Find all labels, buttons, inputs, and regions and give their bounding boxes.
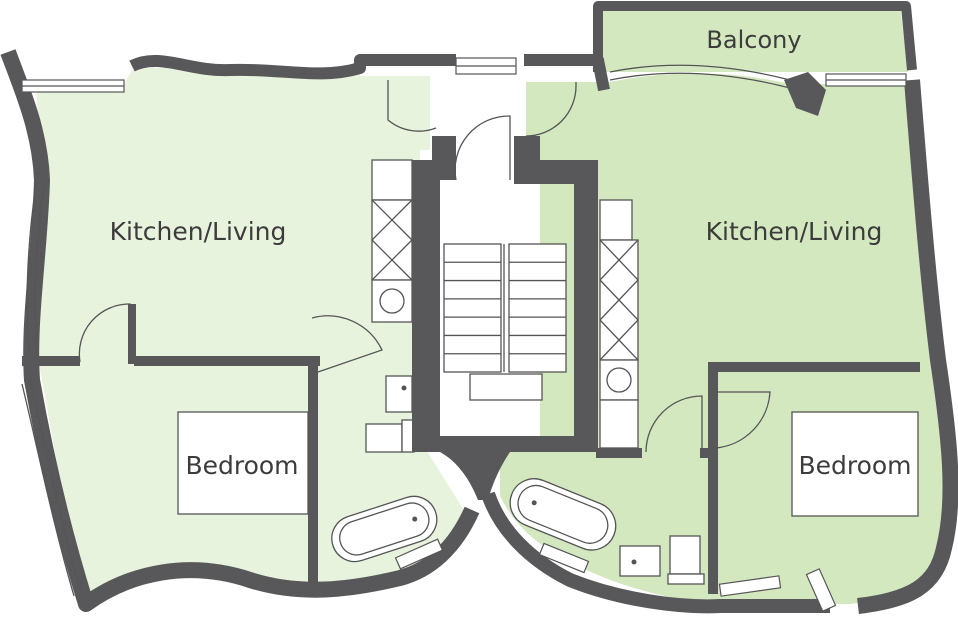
left-bath-door <box>311 315 383 373</box>
left-bedroom-wall-right <box>308 356 318 582</box>
right-bedroom-door <box>715 391 771 449</box>
right-living-label: Kitchen/Living <box>706 217 883 246</box>
stair-core <box>412 57 598 500</box>
right-apartment <box>394 1 958 614</box>
right-bathtub <box>509 478 617 551</box>
left-apartment-floor <box>32 67 470 601</box>
left-bed <box>177 411 309 515</box>
right-bottom-wall <box>481 491 830 614</box>
left-apartment <box>0 49 480 612</box>
balcony-column <box>784 72 826 116</box>
left-bedroom-wall-top <box>22 356 80 366</box>
left-bedroom-door <box>78 303 131 363</box>
balcony-window <box>609 64 791 81</box>
left-lower-window <box>29 379 83 597</box>
left-bathtub <box>331 495 438 563</box>
left-kitchen-units <box>365 159 415 453</box>
right-bedroom-label: Bedroom <box>798 451 911 480</box>
right-bedroom-wall-left <box>708 362 718 594</box>
right-bed <box>791 411 919 517</box>
balcony-wall <box>593 1 917 72</box>
right-bath-door <box>645 395 703 453</box>
left-living-label: Kitchen/Living <box>110 217 287 246</box>
core-walls <box>412 136 598 500</box>
right-entry-door <box>525 82 577 137</box>
left-entry-door <box>387 80 437 132</box>
stair-flight <box>443 243 502 373</box>
staircase <box>443 243 567 373</box>
left-outer-wall <box>0 49 480 612</box>
balcony-label: Balcony <box>706 26 801 54</box>
lobby-door <box>454 115 511 181</box>
left-bedroom-label: Bedroom <box>185 451 298 480</box>
right-bedroom-wall-top <box>710 362 920 372</box>
left-side-window <box>26 183 37 361</box>
right-kitchen-units <box>599 199 705 585</box>
stair-flight <box>508 243 567 373</box>
left-top-wall <box>129 54 456 80</box>
right-outer-wall <box>857 79 958 614</box>
